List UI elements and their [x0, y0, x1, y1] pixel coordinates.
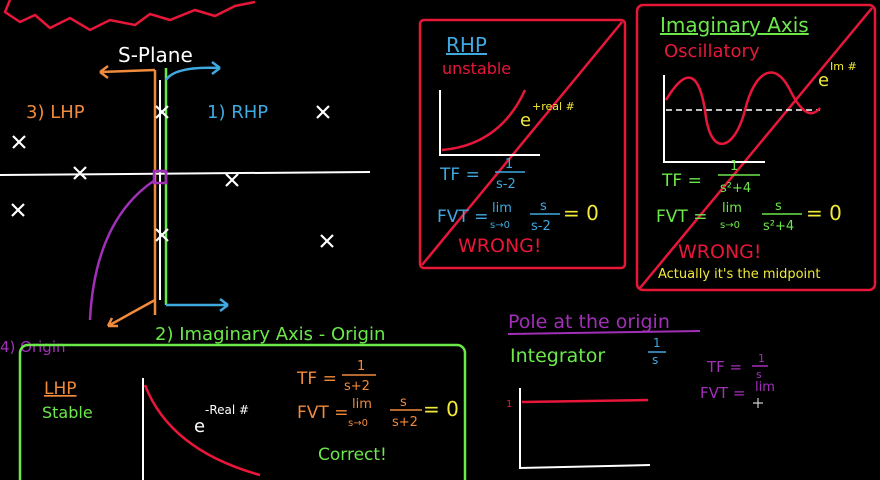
integrator-label: Integrator — [510, 345, 605, 367]
midpoint-note: Actually it's the midpoint — [658, 267, 821, 282]
step-response-line — [521, 398, 649, 404]
fvt-lim: lim — [722, 201, 742, 216]
verdict-wrong: WRONG! — [678, 241, 762, 263]
pole-x-icon — [155, 228, 169, 242]
lhp-panel: LHP Stable e -Real # TF = 1 s+2 FVT = li… — [18, 343, 467, 480]
tf-denominator: s — [756, 368, 762, 381]
pole-x-icon — [11, 203, 25, 217]
tf-label: TF = — [439, 165, 480, 185]
pole-x-icon — [320, 234, 334, 248]
imag-title: Imaginary Axis — [660, 13, 809, 37]
lhp-lower-arrow-icon — [106, 298, 156, 328]
fvt-label: FVT = — [437, 207, 488, 227]
rhp-graph-axes — [439, 90, 540, 156]
fvt-denominator: s+2 — [392, 415, 418, 430]
pole-x-icon — [73, 166, 87, 180]
integrator-numerator: 1 — [653, 336, 661, 350]
crosshair-cursor-icon — [753, 398, 763, 408]
lhp-decay-curve — [143, 384, 261, 477]
integrator-denominator: s — [652, 353, 658, 367]
exp-power: +real # — [532, 100, 575, 113]
imaginary-axis-label: 2) Imaginary Axis - Origin — [155, 324, 385, 345]
fvt-lim: lim — [492, 201, 512, 216]
tf-denominator: s²+4 — [720, 181, 751, 196]
lhp-title: LHP — [44, 379, 77, 399]
fvt-numerator: s — [775, 199, 782, 214]
fvt-numerator: s — [540, 199, 547, 214]
origin-pole-marker — [152, 169, 168, 185]
fvt-label: FVT = — [297, 403, 348, 423]
fvt-sub: s→0 — [490, 220, 510, 231]
origin-pointer-arrow — [88, 178, 156, 321]
rhp-growth-curve — [441, 89, 527, 152]
fvt-lim: lim — [352, 397, 372, 412]
oscillation-curve — [664, 71, 821, 146]
exp-base: e — [818, 70, 829, 91]
tf-label: TF = — [706, 358, 742, 376]
tf-numerator: 1 — [758, 352, 765, 365]
rhp-panel: RHP unstable e +real # TF = 1 s-2 FVT = … — [418, 18, 627, 270]
origin-label: 4) Origin — [0, 338, 66, 356]
fvt-denominator: s²+4 — [763, 219, 794, 234]
fvt-sub: s→0 — [720, 220, 740, 231]
cross-out-line — [421, 21, 623, 266]
pole-x-icon — [12, 135, 26, 149]
tf-numerator: 1 — [505, 157, 513, 172]
pole-at-origin-section: Pole at the origin Integrator 1 s 1 TF =… — [506, 311, 775, 470]
rhp-title: RHP — [446, 33, 487, 57]
rhp-label: 1) RHP — [207, 102, 268, 123]
verdict-wrong: WRONG! — [458, 235, 542, 257]
verdict-correct: Correct! — [318, 445, 387, 465]
fvt-denominator: s-2 — [531, 219, 551, 234]
lhp-label: 3) LHP — [26, 102, 85, 123]
imaginary-axis-panel: Imaginary Axis Oscillatory e Im # TF = 1… — [635, 3, 877, 292]
pole-x-icon — [316, 105, 330, 119]
rhp-lower-arrow-icon — [166, 298, 229, 312]
fvt-result: = 0 — [563, 201, 599, 225]
tf-numerator: 1 — [357, 359, 365, 374]
s-plane-title: S-Plane — [118, 43, 193, 67]
y-tick-label: 1 — [506, 399, 512, 410]
tf-label: TF = — [296, 369, 337, 389]
pole-x-icon — [225, 173, 239, 187]
rhp-subtitle: unstable — [442, 59, 511, 78]
cross-out-line — [639, 7, 873, 289]
fvt-lim: lim — [755, 380, 775, 395]
imag-graph-axes — [663, 75, 765, 163]
title-bubble-outline — [3, 0, 256, 32]
fvt-result: = 0 — [806, 201, 842, 225]
exp-base: e — [194, 416, 205, 437]
exp-base: e — [520, 110, 531, 131]
exp-power: -Real # — [205, 403, 249, 417]
pole-markers — [11, 105, 334, 248]
imag-subtitle: Oscillatory — [664, 41, 760, 62]
integrator-graph-axes — [519, 388, 651, 470]
fvt-label: FVT = — [700, 384, 745, 402]
s-plane-diagram: S-Plane 3) LHP 1) RHP 2) Imaginary Axis … — [0, 43, 385, 356]
exp-power: Im # — [830, 60, 857, 73]
rhp-arrow-icon — [164, 61, 221, 81]
tf-numerator: 1 — [730, 159, 738, 174]
origin-section-title: Pole at the origin — [508, 311, 670, 333]
tf-denominator: s-2 — [496, 177, 516, 192]
tf-label: TF = — [661, 171, 702, 191]
tf-denominator: s+2 — [344, 379, 370, 394]
lhp-arrow-icon — [99, 65, 156, 79]
fvt-numerator: s — [400, 395, 407, 410]
real-axis — [0, 171, 371, 176]
fvt-sub: s→0 — [348, 418, 368, 429]
lhp-subtitle: Stable — [42, 403, 93, 422]
fvt-result: = 0 — [423, 397, 459, 421]
fvt-label: FVT = — [656, 207, 707, 227]
pole-x-icon — [155, 105, 169, 119]
